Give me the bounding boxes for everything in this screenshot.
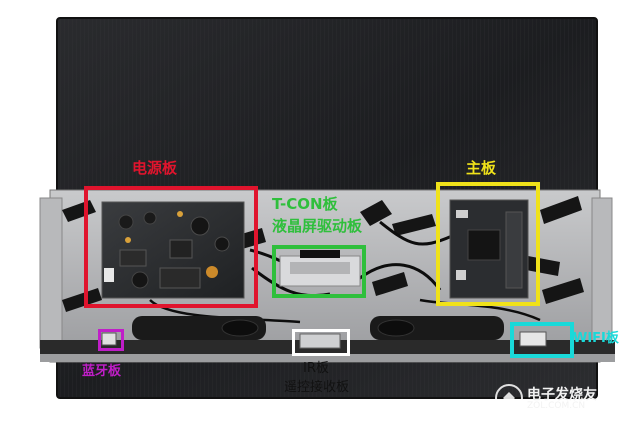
ir-board-box bbox=[292, 329, 350, 356]
ir-board-label-line1: IR板 bbox=[303, 361, 329, 376]
power-board-label: 电源板 bbox=[132, 159, 178, 177]
wifi-module bbox=[519, 331, 547, 347]
bluetooth-module bbox=[101, 332, 117, 346]
main-board-box bbox=[436, 182, 540, 306]
wifi-board-box bbox=[510, 322, 574, 358]
tcon-board-label-line2: 液晶屏驱动板 bbox=[272, 217, 363, 235]
watermark-site: ZOL.COM.CN bbox=[527, 401, 586, 411]
watermark-brand: 电子发烧友 bbox=[527, 387, 597, 403]
ir-board-label-line2: 遥控接收板 bbox=[284, 380, 350, 395]
tcon-board-label-line1: T-CON板 bbox=[272, 195, 338, 213]
wifi-board-label: WIFI板 bbox=[573, 331, 619, 346]
bluetooth-board-box bbox=[98, 329, 124, 351]
power-board-box bbox=[84, 186, 258, 308]
main-board-label: 主板 bbox=[466, 159, 497, 177]
tcon-board-box bbox=[272, 245, 366, 298]
watermark-logo bbox=[495, 384, 523, 412]
bluetooth-board-label: 蓝牙板 bbox=[82, 364, 122, 379]
ir-module bbox=[299, 333, 341, 349]
